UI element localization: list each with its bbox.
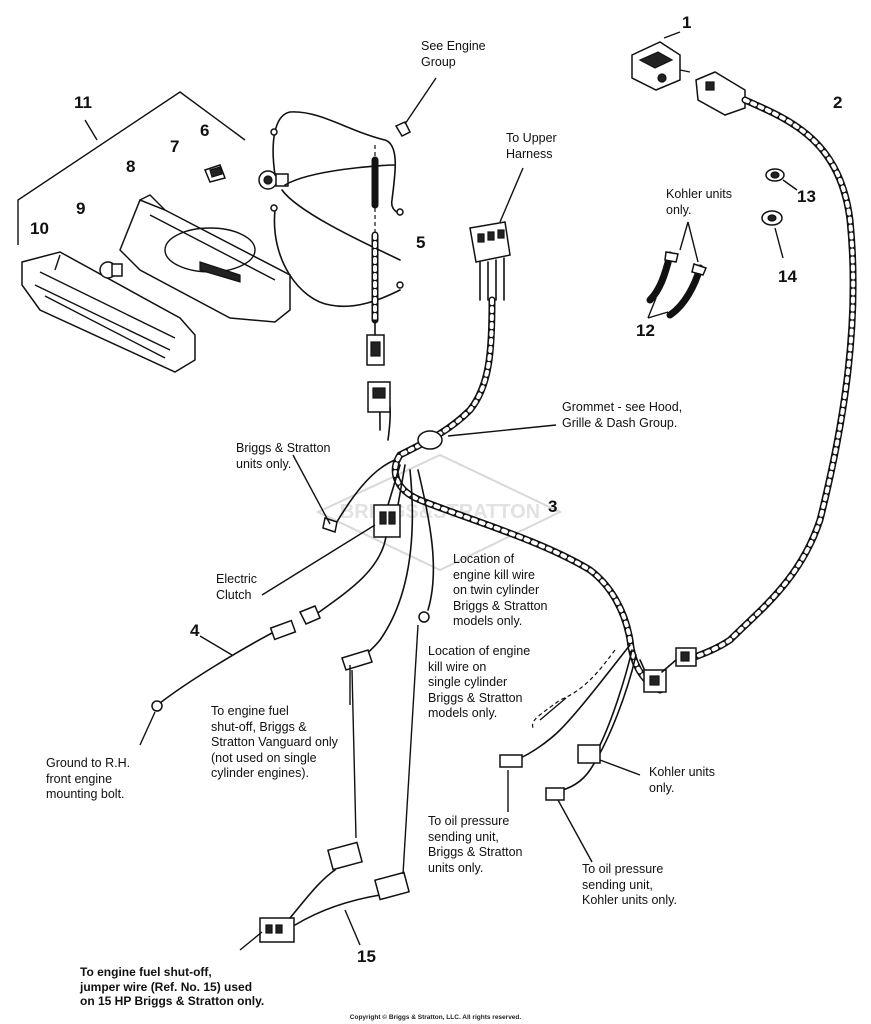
kohler-cable-ties-12	[646, 221, 708, 319]
label-to-upper-harness: To Upper Harness	[506, 131, 557, 161]
label-oil-pressure-briggs: To oil pressure sending unit, Briggs & S…	[428, 814, 523, 875]
part-number-9: 9	[76, 199, 85, 218]
label-briggs-units-only: Briggs & Stratton units only.	[236, 441, 331, 471]
headlight-bulb	[99, 261, 123, 279]
part-number-12: 12	[636, 321, 655, 340]
label-jumper-wire: To engine fuel shut-off, jumper wire (Re…	[80, 965, 265, 1008]
label-kill-wire-single: Location of engine kill wire on single c…	[428, 644, 531, 720]
kohler-harness-2	[661, 71, 857, 673]
lamp-socket-6	[258, 170, 289, 190]
headlight-wiring-5	[270, 111, 404, 366]
upper-harness-connector	[469, 167, 524, 301]
part-number-8: 8	[126, 157, 135, 176]
engine-group-clip	[394, 77, 437, 137]
headlight-lens	[21, 251, 196, 373]
grommet-14	[761, 210, 784, 259]
part-number-10: 10	[30, 219, 49, 238]
part-number-11: 11	[74, 93, 92, 112]
part-number-13: 13	[797, 187, 816, 206]
part-number-4: 4	[190, 621, 200, 640]
part-number-7: 7	[170, 137, 179, 156]
headlight-assembly-bracket	[17, 91, 246, 245]
copyright-notice: Copyright © Briggs & Stratton, LLC. All …	[349, 1014, 522, 1021]
part-number-1: 1	[682, 13, 691, 32]
label-kill-wire-twin: Location of engine kill wire on twin cyl…	[453, 552, 548, 628]
part-number-6: 6	[200, 121, 209, 140]
main-wiring-harness-3	[298, 296, 667, 801]
jumper-wire-15	[259, 841, 410, 946]
part-number-3: 3	[548, 497, 557, 516]
part-number-15: 15	[357, 947, 376, 966]
label-fuel-shutoff-vanguard: To engine fuel shut-off, Briggs & Stratt…	[211, 704, 338, 780]
headlight-reflector-housing	[119, 194, 291, 323]
leader-lines	[139, 424, 641, 951]
label-kohler-units-only-bottom: Kohler units only.	[649, 765, 716, 795]
label-electric-clutch: Electric Clutch	[216, 572, 257, 602]
ground-wire-4	[151, 619, 297, 712]
label-grommet: Grommet - see Hood, Grille & Dash Group.	[562, 400, 683, 430]
bulb-socket-7	[203, 164, 226, 183]
part-number-14: 14	[778, 267, 797, 286]
label-kohler-units-only-top: Kohler units only.	[666, 187, 733, 217]
grommet-13	[765, 168, 798, 191]
part-number-2: 2	[833, 93, 842, 112]
solenoid-1	[631, 31, 691, 91]
part-number-5: 5	[416, 233, 425, 252]
label-oil-pressure-kohler: To oil pressure sending unit, Kohler uni…	[582, 862, 677, 907]
label-see-engine-group: See Engine Group	[421, 39, 486, 69]
label-ground: Ground to R.H. front engine mounting bol…	[46, 756, 131, 801]
